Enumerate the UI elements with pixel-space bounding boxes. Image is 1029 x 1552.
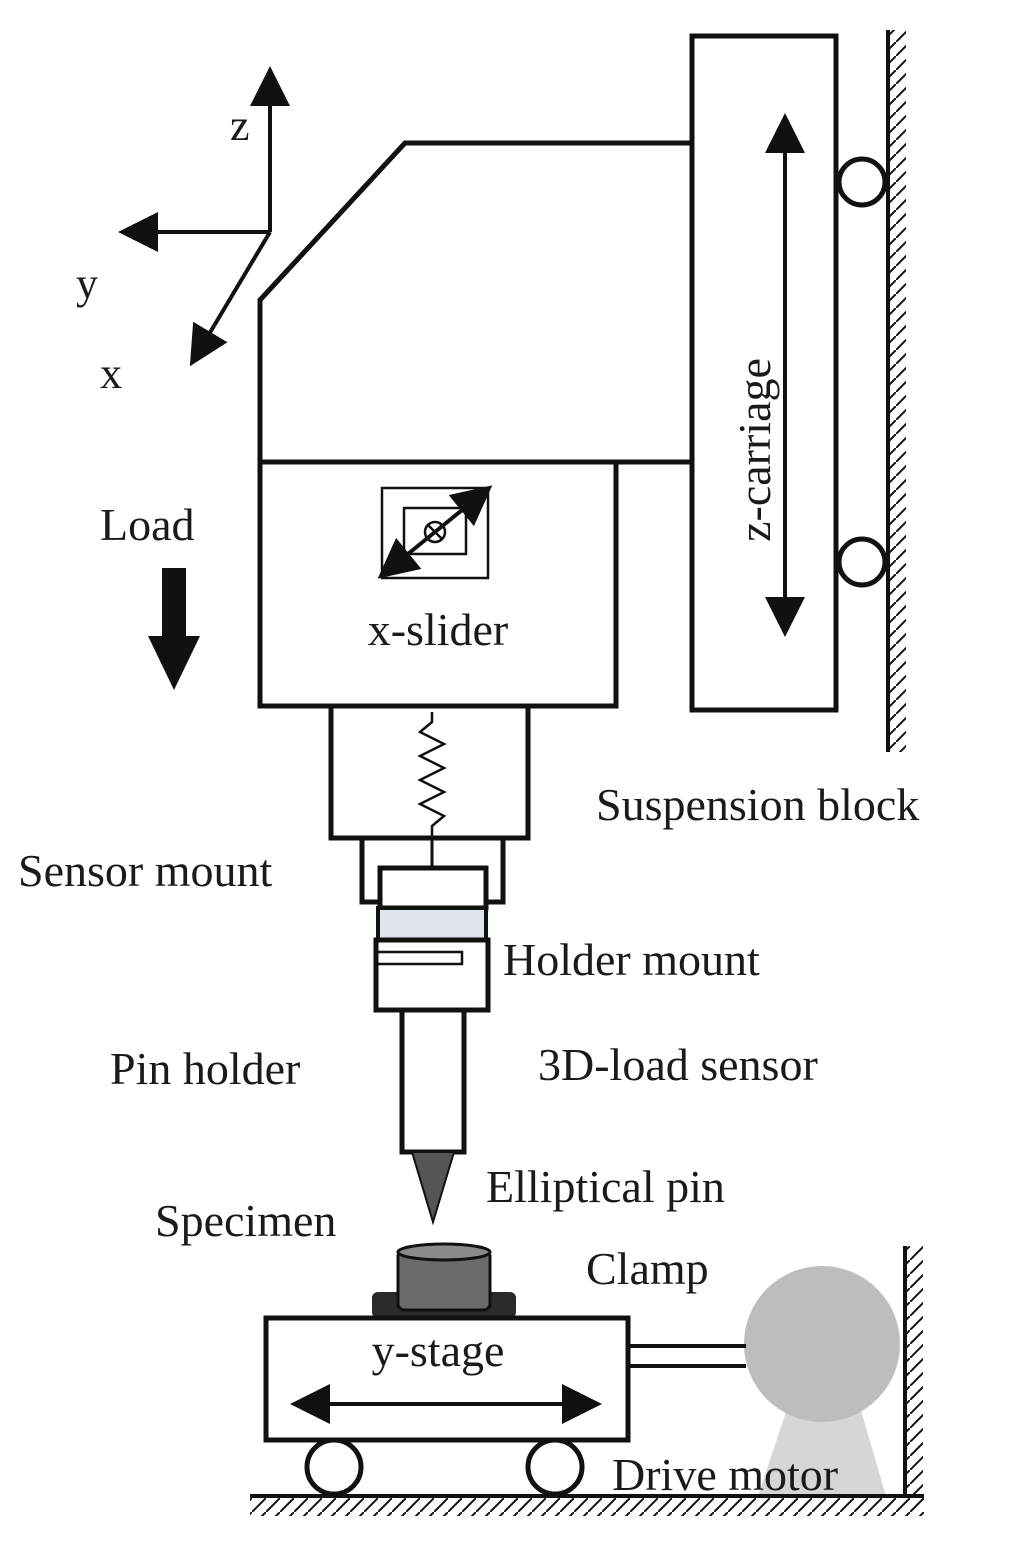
drive-motor-label: Drive motor [612,1449,838,1500]
load-indicator: Load [100,499,200,690]
x-slider-symbol-outer [380,486,490,580]
z-axis-label: z [230,101,250,150]
holder-mount-label: Holder mount [503,934,760,985]
elliptical-pin-label: Elliptical pin [486,1161,725,1212]
stage-wheel-left [304,1437,364,1497]
x-axis-arrow [189,230,272,367]
x-direction-icon [423,520,447,544]
spring-block [328,703,531,841]
z-carriage-label: z-carriage [729,358,780,542]
spring-icon [417,712,447,838]
elliptical-pin-tip [410,1151,456,1226]
x-axis-label: x [100,349,122,398]
drive-motor [628,1246,923,1498]
load-label: Load [100,499,195,550]
z-carriage: z-carriage [689,33,839,713]
roller-lower [836,536,888,588]
x-slider-arrow [433,485,493,534]
upper-frame [257,140,695,465]
load-arrow-shaft [162,568,186,638]
y-axis-label: y [76,259,98,308]
load-sensor-plate [376,906,488,942]
pin-holder [399,1007,467,1226]
pin-holder-label: Pin holder [110,1043,300,1094]
sensor-mount-label: Sensor mount [18,845,273,896]
stage-wheel-right [525,1437,585,1497]
wall-hatch-lower [907,1246,923,1498]
clamp-label: Clamp [586,1243,709,1294]
wall-hatch-upper [890,30,906,752]
sensor-assembly [359,838,506,1013]
y-stage-label: y-stage [372,1325,505,1376]
motor-body [744,1266,900,1422]
x-slider: x-slider [257,459,619,709]
ground [250,1494,924,1516]
specimen-label: Specimen [155,1195,336,1246]
specimen-and-clamp [372,1242,516,1318]
load-sensor-label: 3D-load sensor [538,1039,818,1090]
motor-stand [758,1400,886,1496]
suspension-block-label: Suspension block [596,779,919,830]
y-stage: y-stage [263,1315,631,1497]
roller-upper [836,156,888,208]
specimen-top [396,1242,492,1262]
x-slider-symbol-inner [402,506,468,556]
load-arrow-head [148,636,200,690]
suspension-guide [836,30,906,752]
coordinate-axes: z y x [76,66,290,398]
x-slider-label: x-slider [368,604,509,655]
